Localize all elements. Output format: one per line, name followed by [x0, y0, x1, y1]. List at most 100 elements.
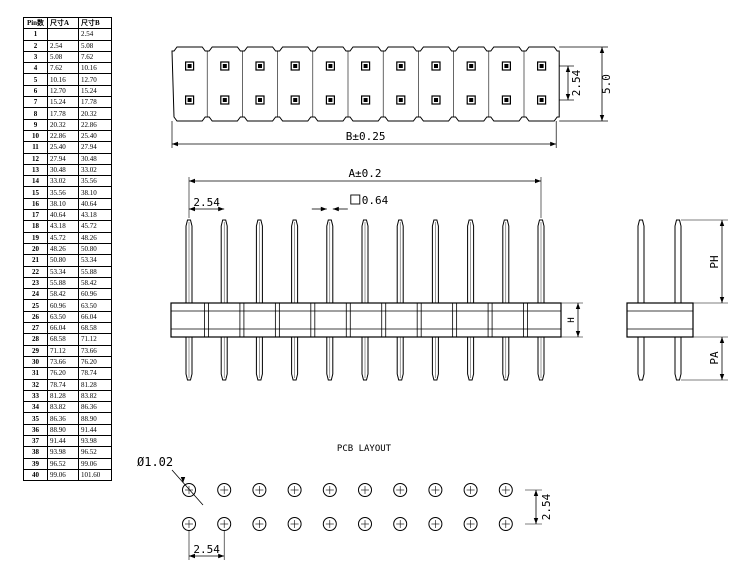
pin-square	[431, 61, 441, 71]
pin-square	[396, 95, 406, 105]
pin-center	[258, 64, 262, 68]
pin-square	[325, 61, 335, 71]
pcb-hole	[287, 483, 302, 497]
dim-pitch-label: 2.54	[193, 196, 220, 209]
pin-lower	[467, 337, 475, 381]
table-header-cell: 尺寸A	[47, 16, 79, 30]
pin-square	[325, 95, 335, 105]
pcb-hole	[428, 517, 443, 531]
dim-width-label: 5.0	[600, 74, 613, 94]
table-header-cell: 尺寸B	[78, 16, 112, 30]
dimension-arrow	[189, 553, 195, 559]
dimension-arrow	[218, 553, 225, 559]
pcb-hole	[393, 483, 408, 497]
pin-upper	[291, 219, 299, 303]
dimension-arrow	[332, 206, 339, 212]
dim-b-label: B±0.25	[346, 130, 386, 143]
dimension-arrow	[320, 206, 327, 212]
pcb-hole	[217, 483, 232, 497]
dimension-arrow	[565, 94, 571, 100]
pin-center	[328, 64, 333, 68]
pcb-hole	[498, 517, 513, 531]
dimension-arrow	[189, 206, 195, 212]
pin-lower	[291, 337, 299, 381]
dimension-arrow	[535, 178, 541, 184]
dim-square-label: 0.64	[362, 194, 389, 207]
pin-lower	[220, 337, 228, 381]
pin-upper	[467, 219, 475, 303]
pin-center	[328, 98, 333, 102]
pin-center	[504, 98, 509, 102]
pin-upper	[431, 219, 439, 303]
pin-center	[187, 64, 192, 68]
pin-lower	[396, 337, 404, 381]
pin-upper	[255, 219, 263, 303]
pin-center	[434, 64, 438, 68]
dim-pa-label: PA	[708, 351, 721, 365]
side-pin-lower	[674, 337, 682, 381]
pin-lower	[502, 337, 510, 381]
pin-center	[222, 64, 227, 68]
pcb-hole	[182, 483, 196, 497]
pin-square	[255, 61, 265, 71]
pin-center	[293, 64, 298, 68]
table-cell: 101.60	[78, 468, 112, 482]
pin-center	[187, 98, 192, 102]
pin-square	[466, 61, 476, 71]
pin-square	[536, 61, 547, 71]
dimension-arrow	[172, 141, 178, 147]
dimension-arrow	[719, 297, 725, 303]
dimension-arrow	[575, 331, 581, 337]
pin-lower	[361, 337, 369, 381]
pcb-hole	[322, 517, 337, 531]
dimension-arrow	[599, 47, 605, 53]
pin-square	[396, 61, 406, 71]
dimension-arrow	[533, 490, 539, 496]
dimension-arrow	[719, 337, 725, 343]
pin-upper	[537, 219, 545, 303]
pcb-layout-title: PCB LAYOUT	[337, 444, 392, 454]
dim-a-label: A±0.2	[348, 167, 381, 180]
pin-upper	[326, 219, 334, 303]
pin-square	[361, 95, 371, 105]
pcb-hole	[463, 517, 478, 531]
pin-center	[363, 98, 368, 102]
dimension-arrow	[575, 303, 581, 309]
dimension-arrow	[533, 518, 539, 524]
pin-square	[220, 95, 230, 105]
pin-lower	[185, 337, 193, 381]
side-pin-upper	[674, 219, 682, 303]
dim-pitch-v-label: 2.54	[540, 493, 553, 520]
pcb-hole	[322, 483, 337, 497]
pin-upper	[502, 219, 510, 303]
dimension-arrow	[719, 374, 725, 380]
side-pin-lower	[637, 337, 645, 381]
pin-square	[185, 61, 195, 71]
pcb-hole	[358, 483, 372, 497]
dim-pitch-h-label: 2.54	[193, 543, 220, 556]
pin-center	[504, 64, 509, 68]
pcb-hole	[498, 483, 513, 497]
pin-square	[290, 95, 300, 105]
dimension-arrow	[719, 220, 725, 226]
pin-upper	[185, 219, 193, 303]
pin-square	[501, 61, 511, 71]
pin-center	[434, 98, 438, 102]
